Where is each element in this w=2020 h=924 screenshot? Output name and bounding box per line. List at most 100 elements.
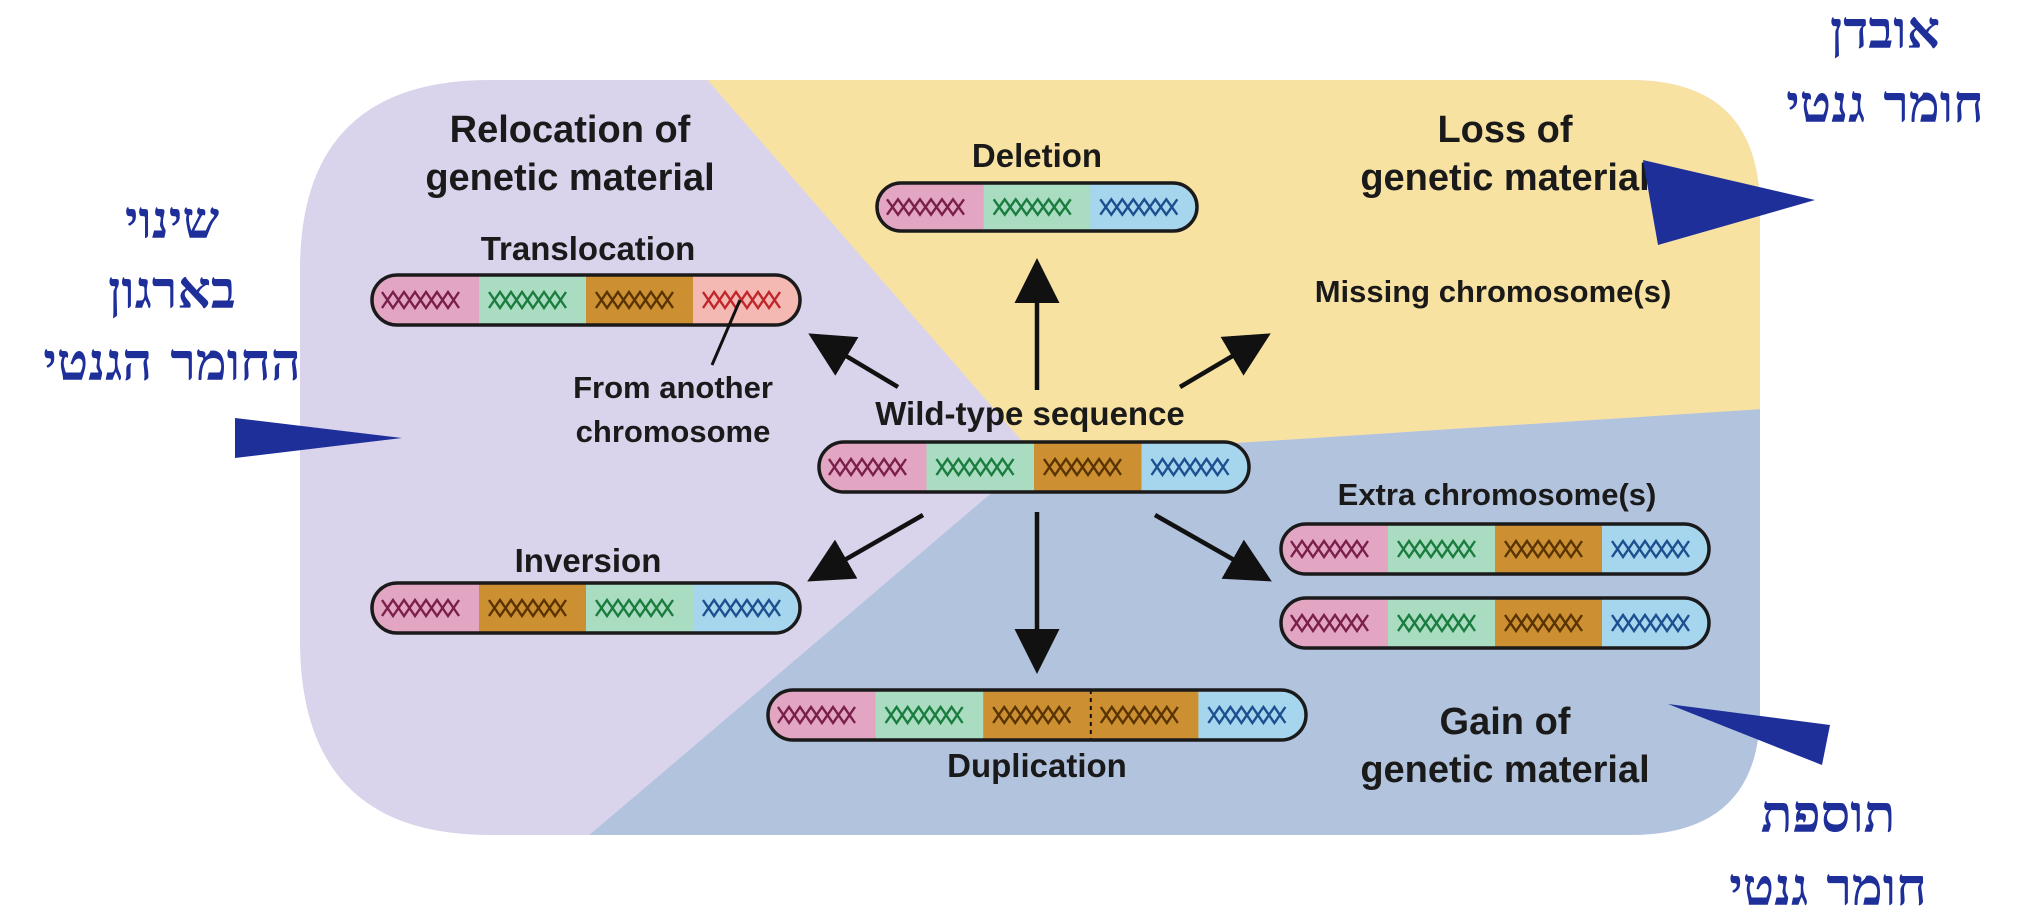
relocation-heading-line1: Relocation of xyxy=(450,109,691,151)
chromosome-segment-blue xyxy=(1141,442,1249,492)
translocation-chromosome xyxy=(370,273,802,327)
chromosome-outline xyxy=(1279,522,1711,576)
chromosome-segment-pink xyxy=(1281,524,1389,574)
gain-heading-line1: Gain of xyxy=(1440,701,1571,743)
inversion-chromosome xyxy=(370,581,802,635)
loss-pointer-wedge xyxy=(1643,160,1815,245)
hebrew-relocation-line1: שינוי xyxy=(125,190,219,251)
dna-helix-strand xyxy=(1290,538,1369,560)
duplication-chromosome xyxy=(766,688,1308,742)
chromosome-segment-orange xyxy=(983,690,1092,740)
chromosome-segment-orange xyxy=(1495,598,1603,648)
dna-helix-strand xyxy=(777,704,856,726)
dna-helix-strand xyxy=(595,597,674,619)
relocation-pointer-wedge xyxy=(235,418,402,458)
chromosome-segment-orange xyxy=(1495,524,1603,574)
dna-helix-strand xyxy=(702,289,781,311)
from-another-label-line2: chromosome xyxy=(576,414,771,449)
dna-helix-strand xyxy=(1504,612,1583,634)
chromosome-outline xyxy=(370,273,802,327)
chromosome-outline xyxy=(817,440,1251,494)
dna-helix-strand xyxy=(1397,612,1476,634)
chromosome-segment-pink xyxy=(768,690,877,740)
hebrew-loss-line2: חומר גנטי xyxy=(1786,74,1984,135)
dna-helix-strand xyxy=(828,456,907,478)
hebrew-loss-line1: אובדן xyxy=(1830,0,1940,61)
missing-chromosomes-label: Missing chromosome(s) xyxy=(1315,274,1672,309)
extra-chromosomes-label: Extra chromosome(s) xyxy=(1338,477,1657,512)
chromosome-outline xyxy=(766,688,1308,742)
chromosome-segment-pink xyxy=(819,442,927,492)
chromosome-segment-orange xyxy=(479,583,587,633)
gain-heading-line2: genetic material xyxy=(1360,749,1649,791)
chromosome-segment-green xyxy=(983,183,1091,231)
dna-helix-strand xyxy=(1099,197,1179,217)
dna-helix-strand xyxy=(1099,704,1179,726)
dna-helix-strand xyxy=(702,597,781,619)
chromosome-segment-blue xyxy=(693,583,800,633)
arrow-to-missing xyxy=(1178,333,1271,389)
chromosome-segment-green xyxy=(926,442,1035,492)
dna-helix-strand xyxy=(992,704,1072,726)
deletion-label: Deletion xyxy=(972,137,1102,174)
chromosome-segment-pink xyxy=(877,183,985,231)
hebrew-gain-line2: חומר גנטי xyxy=(1729,857,1927,918)
loss-region xyxy=(690,80,1760,456)
mutation-arrows xyxy=(807,258,1272,674)
chromosome-outline xyxy=(875,181,1199,233)
dna-helix-strand xyxy=(595,289,674,311)
extra-chromosome-1 xyxy=(1279,522,1711,576)
dna-helix-strand xyxy=(886,197,965,217)
dna-helix-strand xyxy=(1043,456,1122,478)
chromosome-segment-blue xyxy=(1602,598,1709,648)
dna-helix-strand xyxy=(1397,538,1476,560)
dna-helix-strand xyxy=(381,597,460,619)
dna-helix-strand xyxy=(1504,538,1583,560)
dna-helix-strand xyxy=(488,597,567,619)
hebrew-gain-line1: תוספת xyxy=(1761,784,1896,845)
from-another-label-line1: From another xyxy=(573,370,773,405)
inversion-label: Inversion xyxy=(515,542,662,579)
dna-helix-strand xyxy=(884,704,964,726)
hebrew-relocation-line2: בארגון xyxy=(108,260,236,321)
chromosome-segment-pink xyxy=(1281,598,1389,648)
chromosome-segment-blue xyxy=(1198,690,1306,740)
dna-helix-strand xyxy=(1611,612,1690,634)
arrow-to-extra xyxy=(1153,513,1272,582)
translocation-label: Translocation xyxy=(481,230,696,267)
dna-helix-strand xyxy=(992,197,1072,217)
gain-pointer-wedge xyxy=(1668,704,1830,765)
chromosome-outline xyxy=(1279,596,1711,650)
dna-helix-strand xyxy=(381,289,460,311)
chromosome-segment-pink xyxy=(372,275,480,325)
arrow-to-translocation xyxy=(808,333,900,389)
chromosome-segment-pink xyxy=(372,583,480,633)
chromosome-segment-green xyxy=(586,583,694,633)
chromosome-segment-red xyxy=(693,275,800,325)
loss-heading-line2: genetic material xyxy=(1360,157,1649,199)
chromosome-segment-green xyxy=(1388,598,1496,648)
gain-region xyxy=(560,408,1760,835)
dna-helix-strand xyxy=(935,456,1015,478)
chromosome-segment-green xyxy=(479,275,587,325)
chromosome-segment-blue xyxy=(1090,183,1197,231)
chromosome-segment-orange xyxy=(586,275,694,325)
chromosome-segment-orange xyxy=(1034,442,1142,492)
chromosome-segment-green xyxy=(1388,524,1496,574)
dna-helix-strand xyxy=(1150,456,1230,478)
dna-helix-strand xyxy=(1290,612,1369,634)
chromosome-segment-blue xyxy=(1602,524,1709,574)
from-another-pointer xyxy=(710,299,742,366)
dna-helix-strand xyxy=(1207,704,1287,726)
loss-heading-line1: Loss of xyxy=(1437,109,1572,151)
relocation-heading-line2: genetic material xyxy=(425,157,714,199)
chromosome-segment-orange xyxy=(1090,690,1199,740)
chromosome-outline xyxy=(370,581,802,635)
deletion-chromosome xyxy=(875,181,1199,233)
dna-helix-strand xyxy=(488,289,567,311)
arrow-to-inversion xyxy=(807,513,925,582)
wildtype-chromosome xyxy=(817,440,1251,494)
duplication-label: Duplication xyxy=(947,747,1127,784)
